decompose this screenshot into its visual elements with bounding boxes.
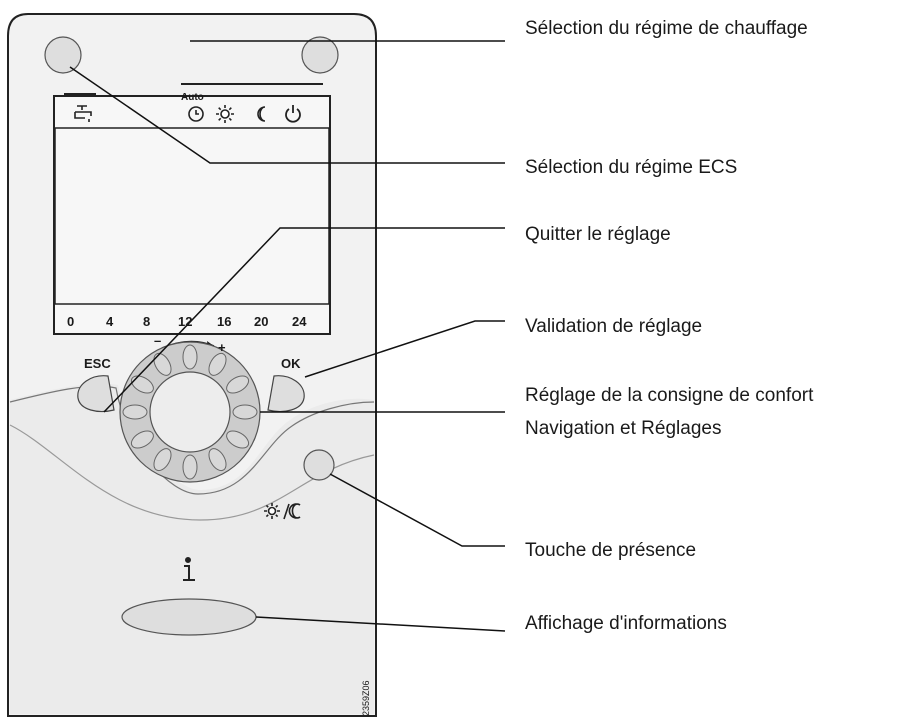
knob-ridge [130,375,154,394]
callout-presence: Touche de présence [525,540,697,561]
knob-ridge [226,430,250,449]
callout-heating-mode: Sélection du régime de chauffage [525,18,808,39]
sun-moon-icon [264,503,301,520]
minus-label: – [154,333,162,348]
tap-icon [74,105,92,122]
ok-label: OK [281,356,301,371]
knob-ridges [122,344,258,480]
esc-label: ESC [84,356,111,371]
heating-mode-button[interactable] [301,36,339,74]
presence-button[interactable] [303,449,335,481]
callout-confirm: Validation de réglage [525,316,703,337]
time-scale-label: 20 [254,314,269,329]
time-scale-label: 16 [217,314,232,329]
callout-comfort-line2: Navigation et Réglages [525,418,722,439]
knob-ridge [122,404,148,420]
info-button[interactable] [121,598,257,636]
callout-info: Affichage d'informations [525,613,727,634]
clock-icon [188,106,204,122]
time-scale-label: 4 [106,314,114,329]
callout-exit: Quitter le réglage [525,224,671,245]
knob-ridge [182,454,198,480]
time-scale-label: 24 [292,314,307,329]
display-graph-area [54,127,330,305]
leader-confirm [304,320,505,378]
plus-label: + [218,340,226,355]
info-icon [183,557,195,581]
time-scale-label: 8 [143,314,151,329]
auto-label: Auto [181,92,204,103]
knob-ridge [182,344,198,370]
time-scale-label: 0 [67,314,75,329]
standby-icon [285,105,301,123]
knob-ridge [226,375,250,394]
leader-presence [329,473,505,547]
knob-ridge [232,404,258,420]
knob-ridge [130,430,154,449]
time-scale-label: 12 [178,314,193,329]
dhw-mode-button[interactable] [44,36,82,74]
rotary-knob-center[interactable] [149,371,231,453]
callout-comfort-line1: Réglage de la consigne de confort [525,385,814,406]
knob-ridge [208,448,227,472]
knob-ridge [153,352,172,376]
knob-ridge [208,352,227,376]
lower-panel [10,383,374,714]
leader-dhw-mode [69,66,505,164]
document-code: 2359Z06 [361,680,371,716]
knob-ridge [153,448,172,472]
sun-icon [216,105,234,123]
leader-lines [69,40,506,632]
leader-exit [103,227,505,413]
callout-dhw-mode: Sélection du régime ECS [525,157,738,178]
leader-info [255,616,506,632]
moon-icon [257,106,266,122]
